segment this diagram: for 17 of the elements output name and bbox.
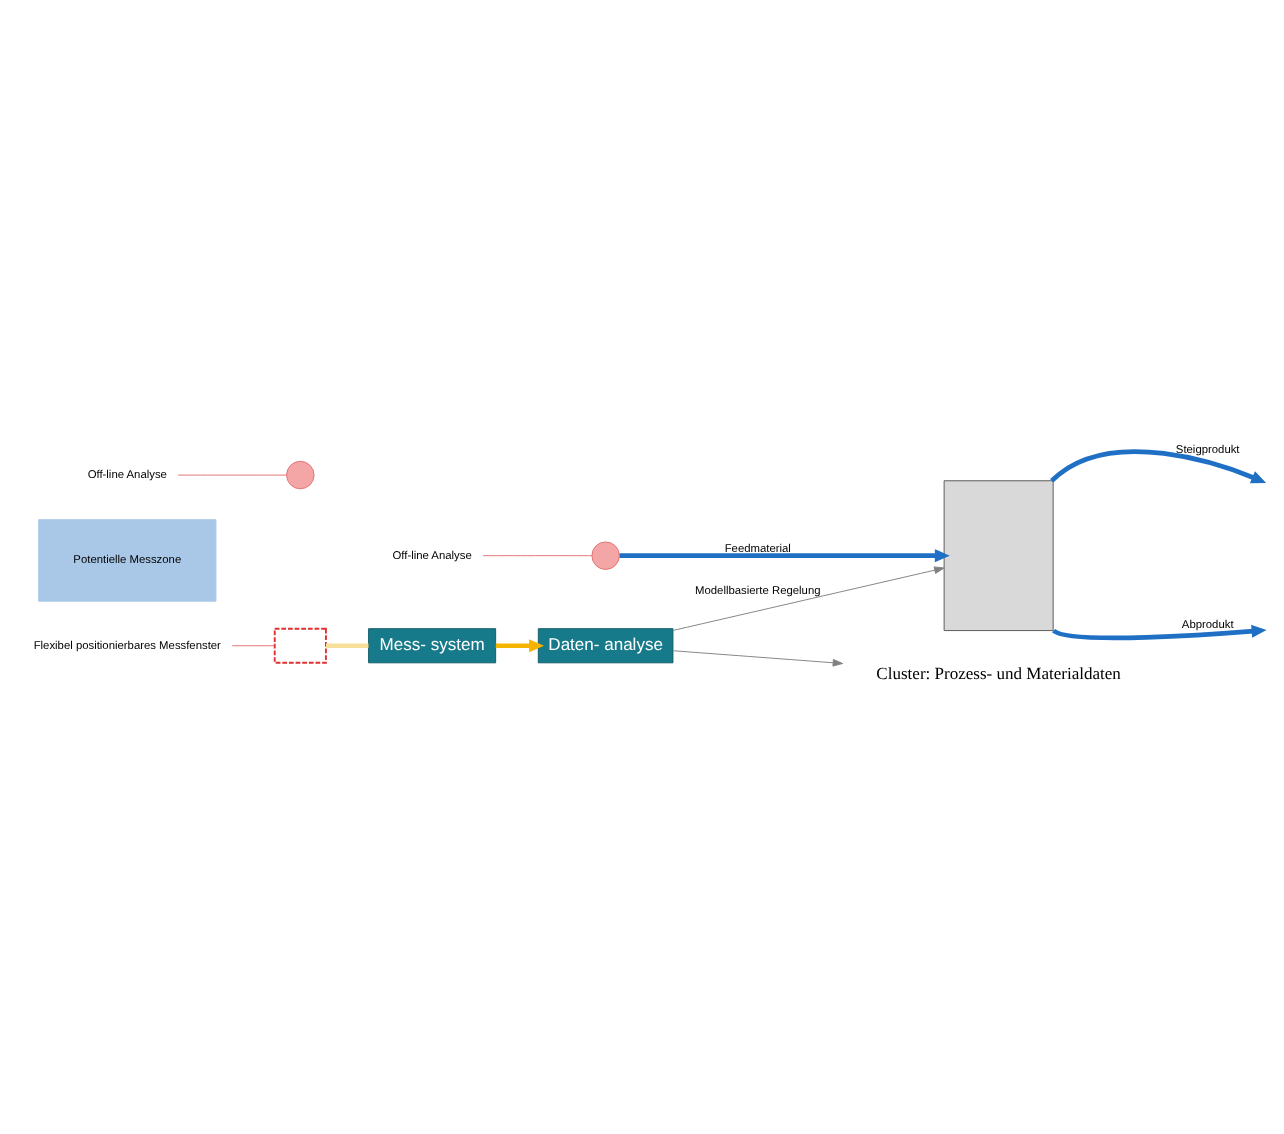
arrow <box>672 649 844 666</box>
arrow <box>619 548 950 562</box>
node-box <box>273 626 327 663</box>
node-box: Daten- analyse <box>537 627 674 663</box>
arrow <box>672 565 945 630</box>
connector <box>326 642 369 648</box>
connector <box>177 473 287 475</box>
node-circle <box>286 459 315 489</box>
arrow <box>1050 448 1267 483</box>
arrow <box>1052 623 1267 640</box>
node-circle <box>591 540 620 569</box>
node-box <box>943 479 1054 631</box>
connector <box>482 554 593 556</box>
node-text: Cluster: Prozess- und Materialdaten <box>876 662 1121 683</box>
arrow <box>495 638 545 652</box>
node-box: Mess- system <box>368 627 497 663</box>
connector <box>231 644 275 646</box>
